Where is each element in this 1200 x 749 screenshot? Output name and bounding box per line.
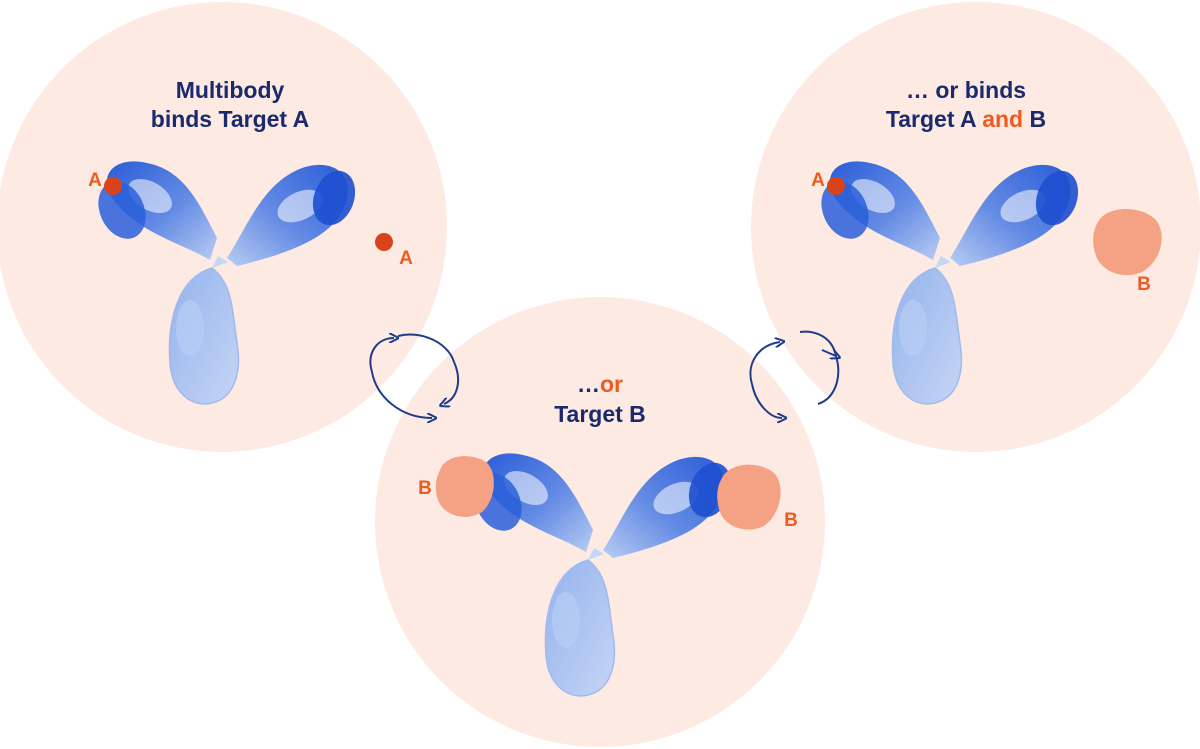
target-b-site-right-panel bbox=[1093, 208, 1162, 276]
site-label-middle-2: B bbox=[784, 510, 798, 531]
target-a-site-right bbox=[375, 233, 393, 251]
panel-left-title-line1: Multibody bbox=[176, 77, 285, 103]
panel-middle: …or Target B B B bbox=[418, 371, 798, 697]
target-a-site-right-panel bbox=[827, 177, 845, 195]
swap-arrows-icon bbox=[369, 334, 460, 418]
panel-left-title-line2: binds Target A bbox=[151, 106, 309, 132]
swap-arrows-icon bbox=[749, 330, 838, 418]
panel-middle-title-line2: Target B bbox=[554, 401, 646, 427]
panel-left-circle bbox=[0, 2, 447, 452]
panel-middle-circle bbox=[375, 297, 825, 747]
target-a-site-left bbox=[104, 177, 122, 195]
site-label-right-1: A bbox=[811, 170, 825, 191]
panel-right: … or binds Target A and B A B bbox=[811, 77, 1162, 405]
panel-right-title-line1: … or binds bbox=[906, 77, 1026, 103]
panel-left: Multibody binds Target A A A bbox=[88, 77, 413, 405]
site-label-right-2: B bbox=[1137, 274, 1151, 295]
site-label-left-1: A bbox=[88, 170, 102, 191]
target-b-site-right bbox=[717, 464, 781, 530]
site-label-left-2: A bbox=[399, 248, 413, 269]
panel-middle-title-line1: …or bbox=[577, 371, 623, 397]
panel-right-title-line2: Target A and B bbox=[886, 106, 1046, 132]
target-b-site-left bbox=[435, 456, 494, 517]
site-label-middle-1: B bbox=[418, 478, 432, 499]
